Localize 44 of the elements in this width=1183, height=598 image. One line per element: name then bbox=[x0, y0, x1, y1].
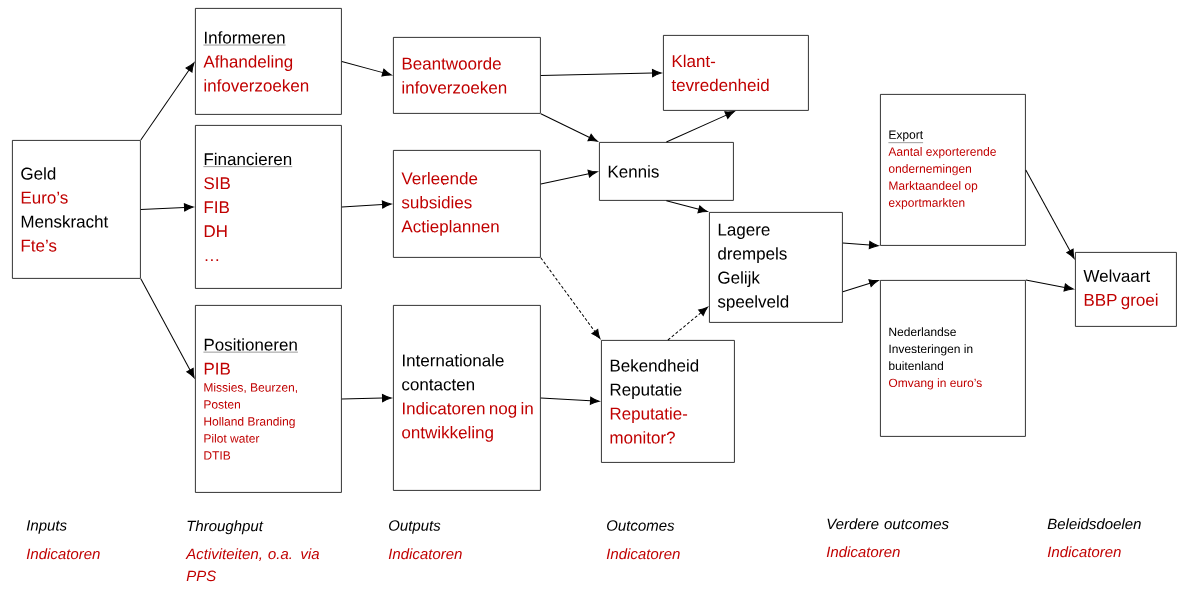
arrow bbox=[540, 169, 598, 185]
box: Verleende subsidies Actieplannen bbox=[393, 150, 541, 258]
arrow bbox=[540, 113, 598, 142]
column-label: Outputs bbox=[389, 520, 441, 534]
arrow bbox=[842, 240, 879, 250]
arrow bbox=[1025, 279, 1074, 292]
box: Klant-tevredenheid bbox=[663, 35, 809, 111]
box: Nederlandse Investeringen in buitenland Omvang in euro’s bbox=[880, 280, 1026, 437]
arrow bbox=[140, 278, 195, 379]
arrow bbox=[665, 200, 708, 214]
box: Welvaart BBP groei bbox=[1075, 252, 1177, 327]
box: Informeren Afhandeling infoverzoeken bbox=[195, 8, 342, 115]
box: Positioneren PIB Missies, Beurzen, Posten Holland Branding Pilot water DTIB bbox=[195, 305, 342, 493]
box: Lagere drempels Gelijk speelveld bbox=[709, 212, 843, 323]
arrow bbox=[540, 69, 662, 78]
box: Financieren SIB FIB DH … bbox=[195, 125, 342, 289]
arrow bbox=[341, 394, 392, 403]
box: Internationale contacten Indicatoren nog in ontwikkeling bbox=[393, 305, 541, 491]
column-label: Inputs bbox=[26, 520, 67, 534]
arrow bbox=[665, 111, 735, 143]
arrow bbox=[842, 279, 879, 293]
arrow bbox=[540, 257, 601, 339]
box: Kennis bbox=[599, 142, 734, 201]
column-label: Verdere outcomes bbox=[827, 518, 949, 530]
arrow bbox=[140, 203, 194, 212]
box: Geld Euro’s Menskracht Fte’s bbox=[12, 140, 141, 279]
arrow bbox=[1025, 169, 1075, 259]
column-label: Beleidsdoelen bbox=[1047, 518, 1141, 530]
arrow bbox=[341, 60, 392, 77]
column-label: Indicatoren bbox=[26, 548, 100, 560]
arrow bbox=[540, 396, 600, 405]
column-label: Outcomes bbox=[607, 520, 675, 531]
box: Export Aantal exporterende ondernemingen Marktaandeel op exportmarkten bbox=[880, 94, 1026, 246]
column-label: Indicatoren bbox=[826, 546, 900, 558]
arrow bbox=[140, 62, 195, 141]
column-label: Indicatoren bbox=[1047, 546, 1121, 558]
box: Beantwoorde infoverzoeken bbox=[393, 37, 541, 114]
column-label: Indicatoren bbox=[388, 548, 462, 560]
arrow bbox=[341, 200, 392, 209]
box: Bekendheid Reputatie Reputatie-monitor? bbox=[601, 340, 735, 463]
column-label: Throughput bbox=[187, 520, 264, 535]
arrow bbox=[667, 306, 709, 341]
column-label: Activiteiten, o.a. via PPS bbox=[185, 548, 320, 582]
column-label: Indicatoren bbox=[606, 548, 680, 560]
